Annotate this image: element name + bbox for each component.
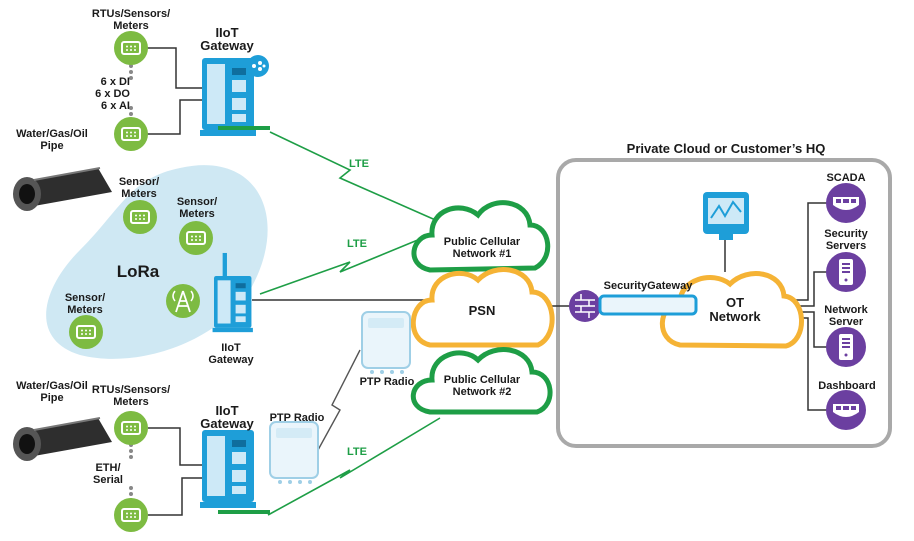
label-public-cellular-1: Public Cellular Network #1 — [443, 236, 521, 260]
dashboard-icon — [826, 390, 866, 430]
label-iiot-gateway-mid: IIoT Gateway — [208, 342, 254, 366]
ptp-radio-icon — [361, 311, 411, 375]
gateway-badge-icon — [247, 55, 269, 77]
label-lte-2: LTE — [347, 238, 367, 250]
rtu-icon — [113, 30, 149, 66]
label-ptp-radio-upper: PTP Radio — [359, 376, 415, 388]
label-ptp-radio-lower: PTP Radio — [269, 412, 325, 424]
cloud-public-cellular-1 — [411, 200, 551, 273]
label-sensor-a: Sensor/ Meters — [118, 176, 160, 200]
label-sensor-b: Sensor/ Meters — [176, 196, 218, 220]
label-iiot-gateway-bottom: IIoT Gateway — [200, 403, 254, 431]
pipe-icon — [12, 417, 113, 462]
monitor-icon — [703, 192, 749, 240]
lora-area — [46, 165, 268, 359]
label-dashboard: Dashboard — [818, 380, 876, 392]
label-eth-serial: ETH/ Serial — [93, 462, 123, 486]
server-icon — [826, 252, 866, 292]
label-security-servers: Security Servers — [824, 228, 868, 252]
rtu-icon — [122, 199, 158, 235]
pipe-icon — [12, 167, 113, 212]
server-icon — [826, 327, 866, 367]
rtu-icon — [113, 116, 149, 152]
label-security-gateway: SecurityGateway — [603, 280, 693, 292]
private-cloud-box — [556, 158, 892, 448]
iiot-gateway-icon — [200, 58, 256, 136]
label-rtu-bottom: RTUs/Sensors/ Meters — [91, 384, 171, 408]
label-ot-network: OT Network — [709, 295, 761, 324]
rtu-icon — [113, 497, 149, 533]
label-public-cellular-2: Public Cellular Network #2 — [443, 374, 521, 398]
iiot-gateway-icon — [212, 252, 253, 333]
cloud-public-cellular-2 — [410, 347, 553, 415]
rtu-icon — [68, 314, 104, 350]
label-lora: LoRa — [116, 262, 160, 281]
scada-icon — [826, 183, 866, 223]
label-scada: SCADA — [826, 172, 866, 184]
label-network-server: Network Server — [824, 304, 868, 328]
rtu-icon — [113, 410, 149, 446]
label-iiot-gateway-top: IIoT Gateway — [200, 25, 254, 53]
label-lte-1: LTE — [349, 158, 369, 170]
firewall-icon — [569, 290, 601, 322]
lte-links — [259, 131, 441, 516]
label-lte-3: LTE — [347, 446, 367, 458]
label-io-list: 6 x DI 6 x DO 6 x AI — [95, 76, 130, 112]
radio-tower-icon — [166, 284, 200, 318]
label-pipe-bottom: Water/Gas/Oil Pipe — [16, 380, 88, 404]
label-rtu-top: RTUs/Sensors/ Meters — [91, 8, 171, 32]
label-pipe-top: Water/Gas/Oil Pipe — [16, 128, 88, 152]
iiot-gateway-icon — [200, 430, 256, 508]
ptp-radio-icon — [269, 421, 319, 485]
rtu-icon — [178, 220, 214, 256]
security-gateway-icon — [598, 294, 698, 316]
cloud-psn — [410, 267, 555, 348]
ptp-link — [317, 349, 361, 451]
label-psn: PSN — [468, 303, 496, 318]
label-sensor-c: Sensor/ Meters — [64, 292, 106, 316]
label-private-cloud: Private Cloud or Customer’s HQ — [626, 141, 826, 156]
